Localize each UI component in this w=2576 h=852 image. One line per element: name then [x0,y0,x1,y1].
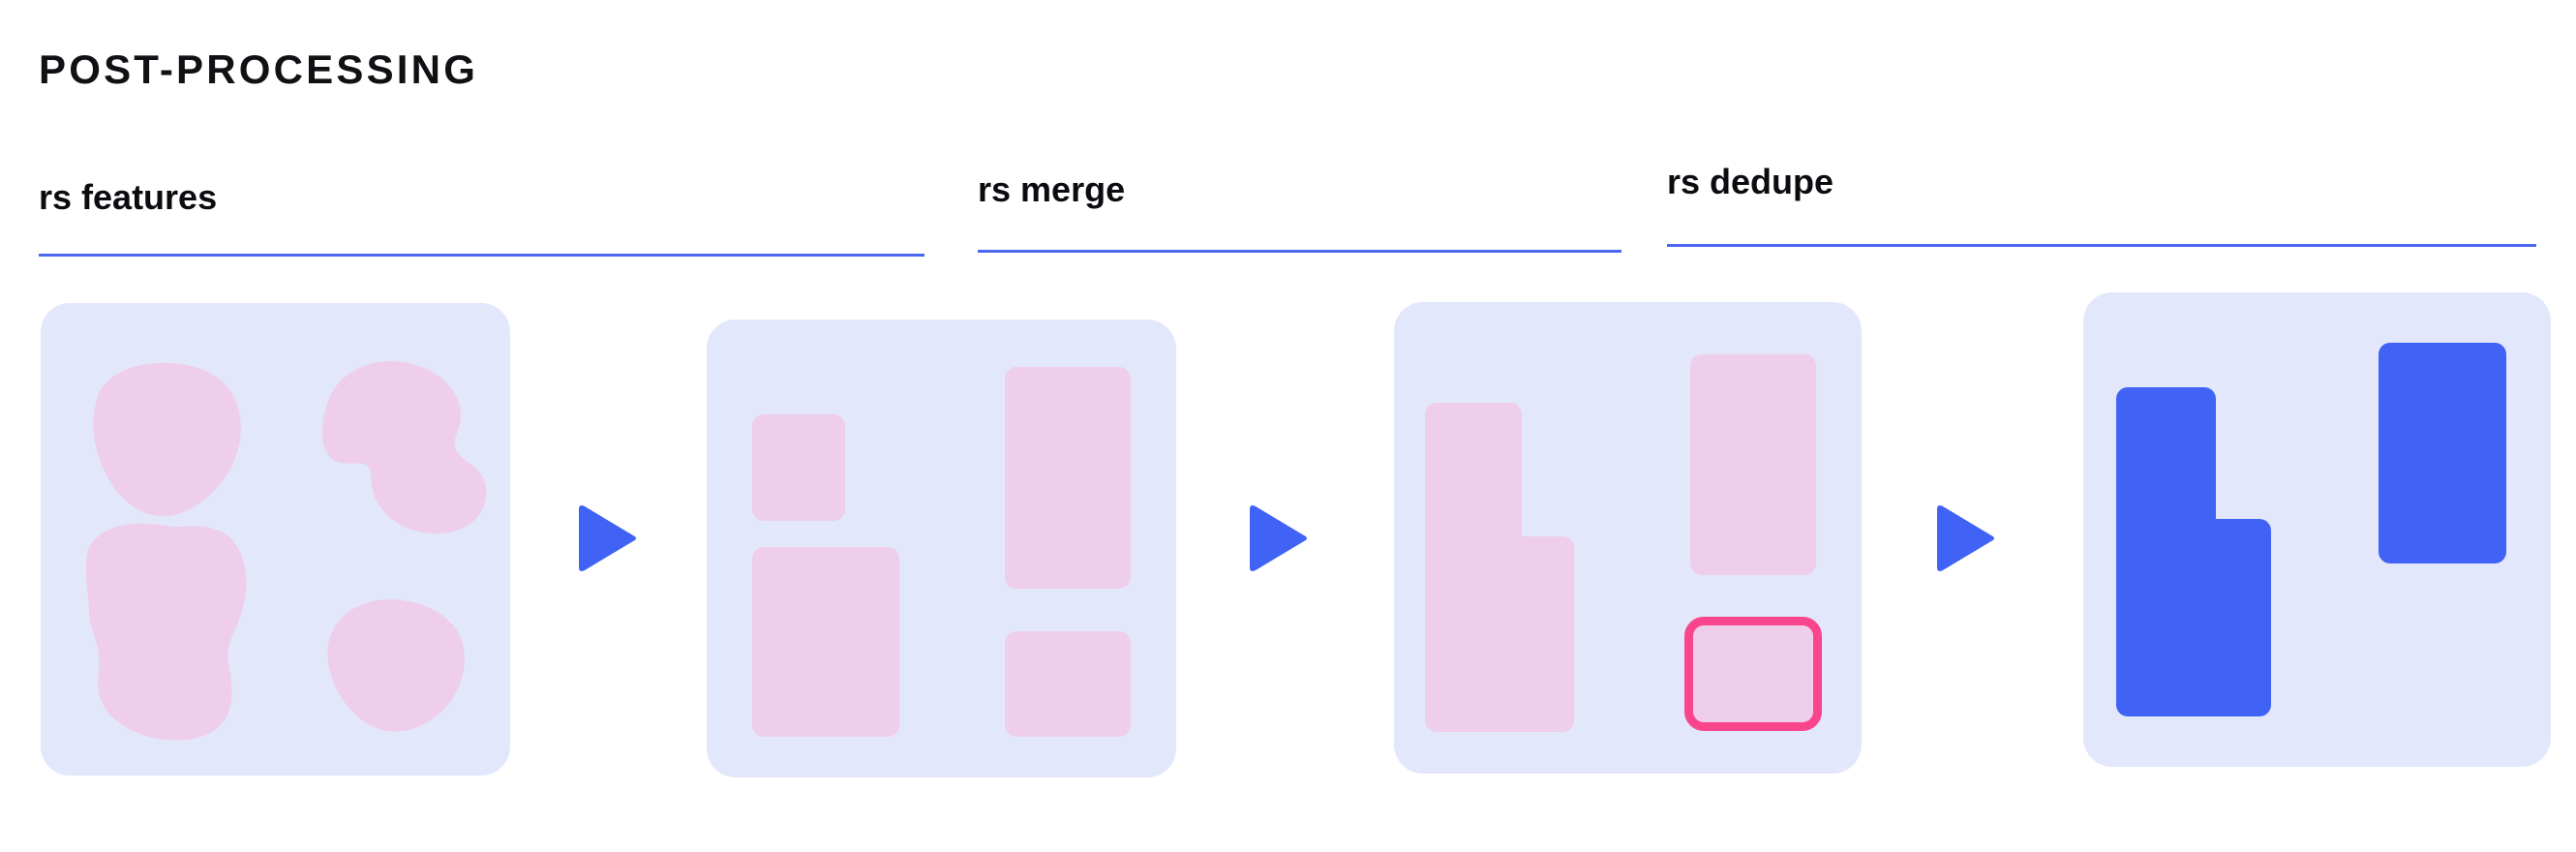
arrow-dedupe-to-result [1931,503,1995,573]
arrow-features-to-merge [573,503,637,573]
blob-top-left-path [93,362,241,517]
box-small-bottom-right [1005,631,1131,737]
arrow-merge-to-dedupe [1244,503,1308,573]
blob-top-right-path [321,361,487,534]
box-small-top-left [752,414,845,521]
merge-panel [707,320,1176,777]
merged-l-shape-path [1425,403,1574,732]
stage-heading-features: rs features [39,177,218,217]
blob-bottom-right-path [327,599,465,732]
duplicate-box [1684,617,1822,731]
play-triangle-icon [1937,505,1994,571]
stage-rule-merge [978,250,1621,253]
blob-bottom-left-path [85,523,247,741]
features-panel [41,303,510,776]
stage-rule-features [39,254,924,257]
box-tall-top-right [1005,367,1131,589]
box-large-bottom-left [752,547,899,737]
final-l-shape-path [2116,387,2271,716]
play-triangle-icon [1250,505,1307,571]
dedupe-panel [1394,302,1862,774]
features-blob-group [41,303,510,776]
dedupe-merged-group [1394,302,1862,774]
final-tall-box-rect [2379,343,2506,563]
result-panel [2083,292,2551,767]
play-triangle-icon [579,505,636,571]
stage-rule-dedupe [1667,244,2536,247]
box-tall-right [1690,354,1816,575]
result-shape-group [2083,292,2551,767]
stage-heading-merge: rs merge [978,169,1126,209]
page-title: POST-PROCESSING [39,46,479,92]
stage-heading-dedupe: rs dedupe [1667,162,1834,201]
